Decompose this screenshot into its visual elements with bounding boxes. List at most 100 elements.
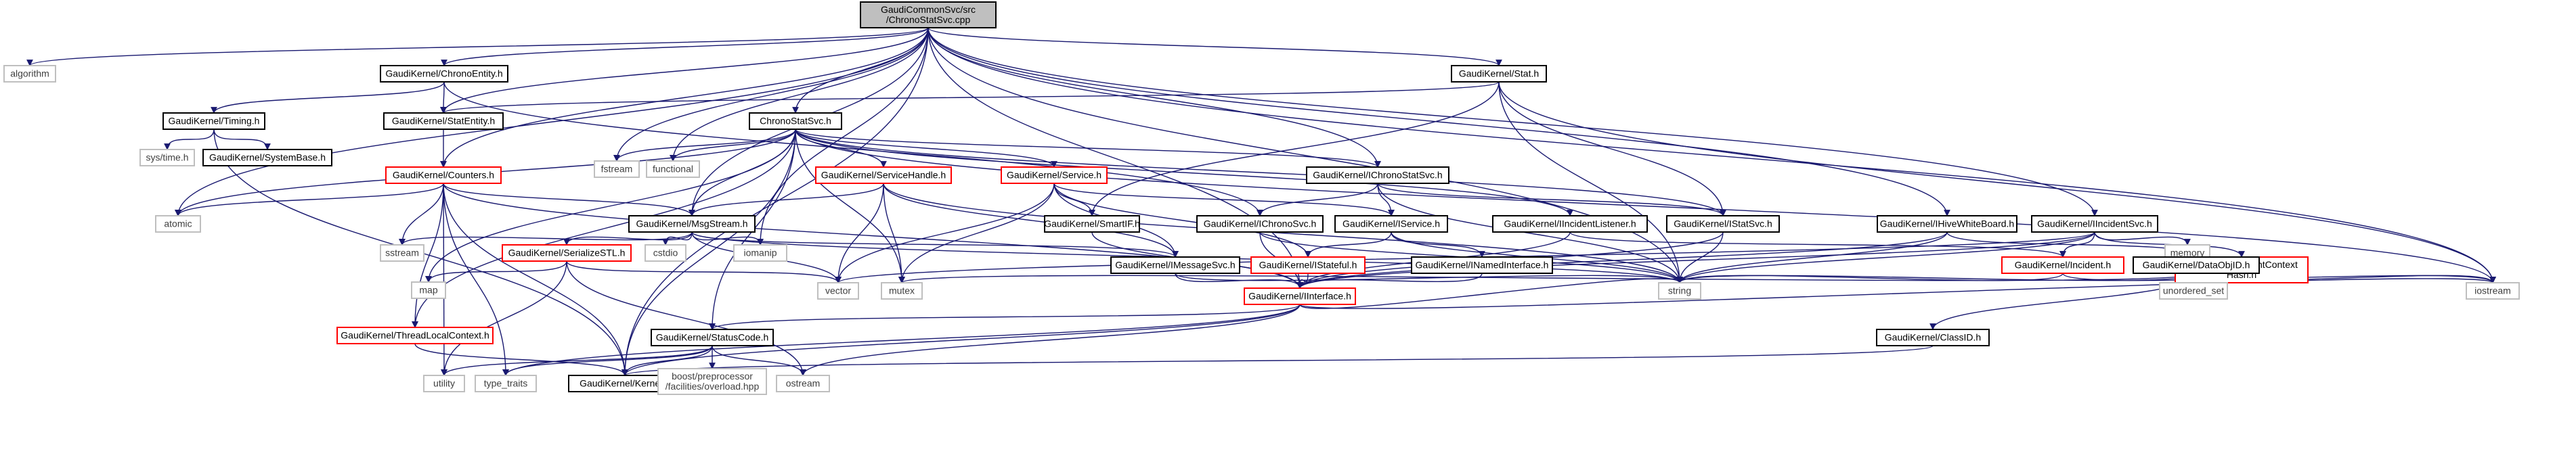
node-label: GaudiKernel/IService.h: [1342, 218, 1440, 229]
edge-chronoentity-to-statentity: [440, 81, 447, 114]
node-label: GaudiKernel/ChronoEntity.h: [385, 68, 502, 79]
node-label: GaudiKernel/IChronoStatSvc.h: [1313, 170, 1442, 181]
edge-stat-to-iostream: [1498, 81, 2496, 283]
node-box: [2133, 256, 2260, 274]
edge-dataobjid-to-classid: [1929, 273, 2197, 330]
node-smartif[interactable]: GaudiKernel/SmartIF.h: [1044, 215, 1140, 233]
node-label: GaudiKernel/IStateful.h: [1259, 260, 1357, 271]
node-inamedinterface[interactable]: GaudiKernel/INamedInterface.h: [1411, 256, 1553, 274]
edge-iincidentsvc-to-memory: [2094, 231, 2191, 246]
edge-stat-to-smartif: [1089, 81, 1500, 216]
edge-iinterface-to-statuscode: [709, 304, 1301, 330]
edge-ihivewhiteboard-to-iinterface: [1296, 231, 1948, 289]
edge-iincidentlistener-to-incident: [1569, 231, 2066, 258]
node-label: GaudiKernel/Counters.h: [393, 170, 494, 181]
node-servicehandle[interactable]: GaudiKernel/ServiceHandle.h: [815, 166, 952, 184]
node-utility: utility: [423, 375, 465, 392]
edge-counters-to-utility: [441, 183, 447, 376]
node-box: [1411, 256, 1553, 274]
node-istateful[interactable]: GaudiKernel/IStateful.h: [1250, 256, 1366, 274]
node-timing[interactable]: GaudiKernel/Timing.h: [162, 112, 265, 130]
node-box: [628, 215, 756, 233]
edge-root-to-ichronostatsvc: [927, 27, 1381, 168]
node-box: [2031, 215, 2158, 233]
node-box: [1044, 215, 1140, 233]
edge-root-to-kernel: [621, 27, 929, 376]
node-box: [162, 112, 265, 130]
node-label: GaudiKernel/IMessageSvc.h: [1115, 260, 1235, 271]
node-classid[interactable]: GaudiKernel/ClassID.h: [1876, 329, 1990, 346]
node-label: memory: [2170, 248, 2205, 258]
node-label: cstdio: [653, 248, 678, 258]
node-label: GaudiCommonSvc/src: [881, 4, 976, 15]
edge-statuscode-to-type-traits: [502, 345, 713, 376]
node-label: GaudiKernel/StatusCode.h: [656, 332, 769, 343]
node-istatsvc[interactable]: GaudiKernel/IStatSvc.h: [1666, 215, 1780, 233]
node-box: [475, 375, 537, 392]
node-mutex: mutex: [881, 282, 923, 300]
nodes-layer: GaudiCommonSvc/src/ChronoStatSvc.cpp algo…: [3, 1, 2520, 395]
node-service[interactable]: GaudiKernel/Service.h: [1001, 166, 1108, 184]
node-box: [749, 112, 842, 130]
edge-root-to-algorithm: [26, 27, 929, 66]
edge-chronoentity-to-timing: [211, 81, 445, 114]
node-systembase[interactable]: GaudiKernel/SystemBase.h: [202, 149, 332, 166]
node-label: GaudiKernel/Timing.h: [169, 116, 260, 126]
node-box: [380, 65, 508, 83]
node-label: string: [1668, 285, 1691, 296]
node-iincidentlistener[interactable]: GaudiKernel/IIncidentListener.h: [1492, 215, 1648, 233]
node-label: GaudiKernel/ThreadLocalContext.h: [341, 330, 489, 341]
node-msgstream[interactable]: GaudiKernel/MsgStream.h: [628, 215, 756, 233]
node-statentity[interactable]: GaudiKernel/StatEntity.h: [383, 112, 504, 130]
node-label: sstream: [385, 248, 419, 258]
edge-statuscode-to-ostream: [712, 345, 806, 376]
node-chronoentity[interactable]: GaudiKernel/ChronoEntity.h: [380, 65, 508, 83]
node-iostream: iostream: [2466, 282, 2520, 300]
node-imessagesvc[interactable]: GaudiKernel/IMessageSvc.h: [1110, 256, 1240, 274]
node-ichronostatsvc[interactable]: GaudiKernel/IChronoStatSvc.h: [1306, 166, 1449, 184]
node-ichronosvc[interactable]: GaudiKernel/IChronoSvc.h: [1196, 215, 1324, 233]
node-box: [860, 1, 997, 28]
node-label: algorithm: [10, 68, 49, 79]
edge-dataobjid-to-mutex: [898, 273, 2197, 283]
node-box: [423, 375, 465, 392]
node-ihivewhiteboard[interactable]: GaudiKernel/IHiveWhiteBoard.h: [1877, 215, 2017, 233]
node-label: unordered_set: [2163, 285, 2224, 296]
edge-iinterface-to-kernel: [621, 304, 1301, 376]
node-counters[interactable]: GaudiKernel/Counters.h: [385, 166, 502, 184]
edge-service-to-iservice: [1053, 183, 1395, 216]
node-iinterface[interactable]: GaudiKernel/IInterface.h: [1244, 287, 1356, 305]
node-label: fstream: [601, 164, 633, 175]
node-dataobjid[interactable]: GaudiKernel/DataObjID.h: [2133, 256, 2260, 274]
node-chronostatsvc[interactable]: ChronoStatSvc.h: [749, 112, 842, 130]
node-box: [645, 244, 686, 262]
node-box: [1877, 215, 2017, 233]
node-threadlocalcontext[interactable]: GaudiKernel/ThreadLocalContext.h: [336, 327, 494, 344]
node-iincidentsvc[interactable]: GaudiKernel/IIncidentSvc.h: [2031, 215, 2158, 233]
edge-ichronostatsvc-to-istatsvc: [1377, 183, 1726, 216]
node-label: GaudiKernel/SystemBase.h: [209, 152, 326, 163]
node-box: [1001, 166, 1108, 184]
edge-counters-to-kernel: [443, 183, 628, 376]
node-root: GaudiCommonSvc/src/ChronoStatSvc.cpp: [860, 1, 997, 28]
node-box: [817, 282, 859, 300]
node-label: GaudiKernel/IIncidentListener.h: [1504, 218, 1636, 229]
node-atomic: atomic: [155, 215, 201, 233]
node-label: functional: [653, 164, 693, 175]
node-label: /facilities/overload.hpp: [665, 381, 760, 392]
node-label: sys/time.h: [146, 152, 188, 163]
node-incident[interactable]: GaudiKernel/Incident.h: [2001, 256, 2124, 274]
node-label: GaudiKernel/Kernel.h: [580, 378, 670, 389]
node-box: [1658, 282, 1701, 300]
node-serializestl[interactable]: GaudiKernel/SerializeSTL.h: [502, 244, 632, 262]
edge-chronostatsvc-to-fstream: [613, 129, 796, 162]
node-stat[interactable]: GaudiKernel/Stat.h: [1451, 65, 1547, 83]
node-box: [383, 112, 504, 130]
node-statuscode[interactable]: GaudiKernel/StatusCode.h: [651, 329, 774, 346]
node-box: [651, 329, 774, 346]
node-label: GaudiKernel/IChronoSvc.h: [1204, 218, 1317, 229]
edge-chronoentity-to-ichronosvc: [443, 81, 1263, 216]
node-iservice[interactable]: GaudiKernel/IService.h: [1334, 215, 1448, 233]
node-systime: sys/time.h: [139, 149, 195, 166]
